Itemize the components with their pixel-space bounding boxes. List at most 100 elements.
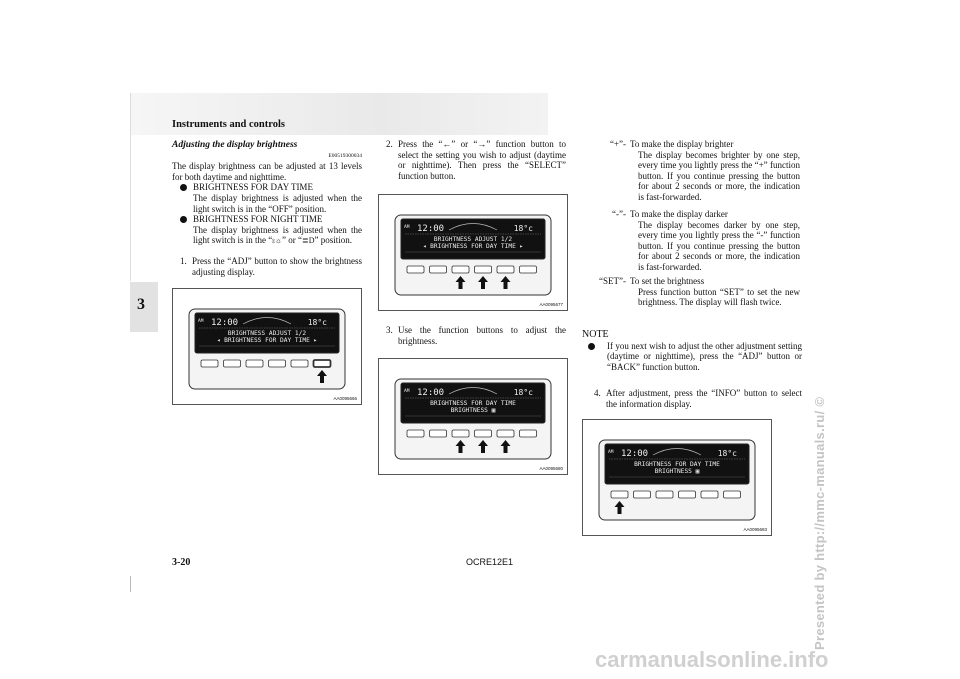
- definition-term: “SET”-: [599, 276, 626, 286]
- function-button[interactable]: [223, 359, 241, 368]
- figure-code: AA0095666: [333, 396, 357, 401]
- display-line-2: ◂ BRIGHTNESS FOR DAY TIME ▸: [423, 243, 524, 250]
- arrow-up-icon: [478, 440, 488, 453]
- note-label: NOTE: [582, 329, 609, 340]
- function-button[interactable]: [655, 490, 674, 499]
- definition-text: Press function button “SET” to set the n…: [638, 286, 800, 308]
- display-line-2: BRIGHTNESS ▣: [451, 407, 496, 414]
- function-button[interactable]: [723, 490, 741, 499]
- display-line-2: BRIGHTNESS ▣: [655, 468, 700, 475]
- definition-term: “+”-: [609, 139, 626, 149]
- display-screen: [400, 382, 546, 424]
- function-button[interactable]: [496, 429, 515, 438]
- section-intro: The display brightness can be adjusted a…: [172, 161, 362, 182]
- function-button[interactable]: [406, 429, 425, 438]
- display-line-1: BRIGHTNESS ADJUST 1/2: [228, 330, 307, 337]
- function-button[interactable]: [451, 429, 470, 438]
- function-button[interactable]: [474, 429, 492, 438]
- function-button[interactable]: [700, 490, 719, 499]
- function-button[interactable]: [245, 359, 264, 368]
- definition-lead: To make the display brighter: [630, 139, 734, 149]
- display-screen: [400, 218, 546, 260]
- display-screen: [194, 312, 340, 354]
- arrow-up-icon: [455, 276, 466, 289]
- chapter-number: 3: [137, 296, 145, 313]
- display-time: 12:00: [211, 318, 238, 328]
- definition-term: “-”-: [612, 209, 626, 219]
- definition-text: The display becomes brighter by one step…: [638, 149, 800, 202]
- compass-arc: [242, 317, 292, 325]
- note-block: NOTE If you next wish to adjust the othe…: [582, 329, 802, 372]
- arrow-up-icon: [500, 276, 511, 289]
- section-code-row: E00519300034: [172, 149, 362, 162]
- function-button[interactable]: [633, 490, 651, 499]
- function-button[interactable]: [474, 265, 492, 274]
- display-am: AM: [608, 449, 614, 455]
- step-number: 1.: [180, 255, 187, 266]
- function-button[interactable]: [678, 490, 696, 499]
- function-button[interactable]: [406, 265, 425, 274]
- bullet-icon: [588, 342, 595, 350]
- function-button[interactable]: [519, 265, 537, 274]
- definition-text: The display becomes darker by one step, …: [638, 219, 800, 272]
- page-number: 3-20: [172, 557, 191, 568]
- function-button[interactable]: [312, 359, 332, 368]
- compass-arc: [448, 223, 498, 231]
- definition-list: “+”- To make the display brighter The di…: [590, 139, 802, 319]
- display-am: AM: [198, 318, 204, 324]
- step-text: After adjustment, press the “INFO” butto…: [606, 388, 802, 409]
- column-middle: 2. Press the “←” or “→” function button …: [386, 139, 566, 181]
- note-text: If you next wish to adjust the other adj…: [607, 340, 802, 372]
- parking-light-icon: ⦂☼: [272, 236, 282, 246]
- function-button[interactable]: [610, 490, 629, 499]
- display-am: AM: [404, 388, 410, 394]
- display-line-1: BRIGHTNESS FOR DAY TIME: [634, 461, 720, 468]
- display-temperature: 18°c: [718, 449, 737, 458]
- watermark-text: Presented by http://mmc-manuals.ru/ ©: [812, 396, 827, 650]
- bullet-item: BRIGHTNESS FOR NIGHT TIME: [172, 214, 362, 225]
- column-left: Adjusting the display brightness E005193…: [172, 139, 362, 277]
- function-button[interactable]: [200, 359, 219, 368]
- arrow-up-icon: [317, 370, 327, 383]
- step-text: Use the function buttons to adjust the b…: [398, 325, 566, 346]
- bullet-title: BRIGHTNESS FOR NIGHT TIME: [193, 214, 323, 225]
- function-button[interactable]: [290, 359, 309, 368]
- function-button[interactable]: [268, 359, 286, 368]
- compass-arc: [448, 387, 498, 395]
- section-heading: Adjusting the display brightness: [172, 139, 362, 151]
- step-3: 3. Use the function buttons to adjust th…: [386, 325, 566, 346]
- section-title: Adjusting the display brightness: [172, 140, 298, 150]
- step-text: Press the “←” or “→” function button to …: [398, 139, 566, 181]
- function-button[interactable]: [496, 265, 515, 274]
- bullet-icon: [180, 216, 187, 224]
- function-button[interactable]: [519, 429, 537, 438]
- function-button[interactable]: [429, 265, 447, 274]
- arrow-up-icon: [478, 276, 488, 289]
- display-temperature: 18°c: [514, 388, 533, 397]
- display-line-2: ◂ BRIGHTNESS FOR DAY TIME ▸: [217, 337, 318, 344]
- bullet-text: The display brightness is adjusted when …: [193, 224, 362, 246]
- definition-lead: To set the brightness: [630, 276, 705, 286]
- function-button[interactable]: [429, 429, 447, 438]
- display-temperature: 18°c: [514, 224, 533, 233]
- display-am: AM: [404, 224, 410, 230]
- arrow-up-icon: [500, 440, 511, 453]
- header-bar: [130, 93, 548, 135]
- step-number: 3.: [386, 325, 393, 335]
- arrow-up-icon: [614, 501, 625, 514]
- step-number: 4.: [594, 388, 601, 398]
- display-time: 12:00: [417, 388, 444, 398]
- vertical-watermark: Presented by http://mmc-manuals.ru/ ©: [812, 210, 832, 650]
- display-time: 12:00: [621, 449, 648, 459]
- step-1: 1. Press the “ADJ” button to show the br…: [172, 256, 362, 277]
- bullet-item: BRIGHTNESS FOR DAY TIME: [172, 182, 362, 193]
- step-2: 2. Press the “←” or “→” function button …: [386, 139, 566, 181]
- headlight-icon: ≣D: [301, 236, 315, 246]
- display-time: 12:00: [417, 224, 444, 234]
- bullet-text: The display brightness is adjusted when …: [193, 192, 362, 214]
- function-button[interactable]: [451, 265, 470, 274]
